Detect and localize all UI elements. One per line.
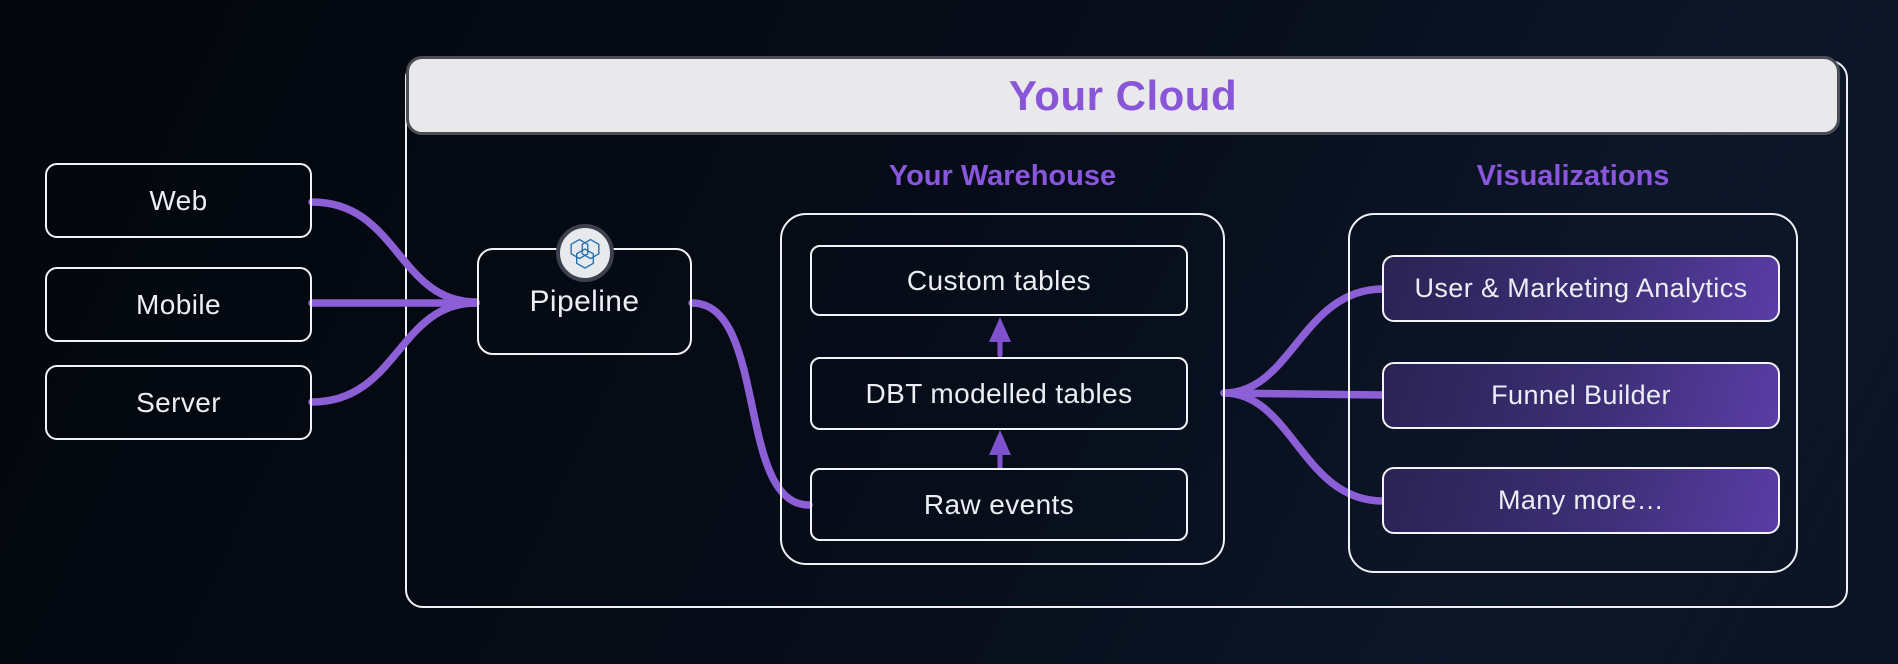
source-node-label: Web — [149, 184, 208, 216]
your-cloud-title: Your Cloud — [1008, 71, 1238, 119]
source-node-web: Web — [45, 163, 312, 238]
warehouse-node-label: DBT modelled tables — [865, 377, 1133, 409]
pipeline-label: Pipeline — [529, 284, 640, 318]
source-node-server: Server — [45, 365, 312, 440]
source-node-mobile: Mobile — [45, 267, 312, 342]
viz-node-label: Many more… — [1497, 485, 1665, 515]
source-node-label: Server — [136, 386, 221, 418]
warehouse-node-label: Custom tables — [906, 264, 1092, 296]
viz-node-label: User & Marketing Analytics — [1414, 273, 1748, 303]
viz-node-funnel-builder: Funnel Builder — [1382, 362, 1780, 429]
viz-node-label: Funnel Builder — [1491, 380, 1671, 410]
pipeline-badge — [556, 224, 614, 282]
warehouse-node-dbt-modelled-tables: DBT modelled tables — [810, 357, 1188, 430]
hexagon-cluster-icon — [570, 238, 600, 269]
warehouse-node-custom-tables: Custom tables — [810, 245, 1188, 316]
visualizations-section-title: Visualizations — [1476, 160, 1670, 192]
warehouse-node-label: Raw events — [923, 488, 1075, 520]
viz-node-user-marketing-analytics: User & Marketing Analytics — [1382, 255, 1780, 322]
warehouse-node-raw-events: Raw events — [810, 468, 1188, 541]
viz-node-many-more: Many more… — [1382, 467, 1780, 534]
warehouse-section-title: Your Warehouse — [888, 160, 1117, 192]
source-node-label: Mobile — [136, 288, 221, 320]
your-cloud-header: Your Cloud — [406, 56, 1840, 135]
